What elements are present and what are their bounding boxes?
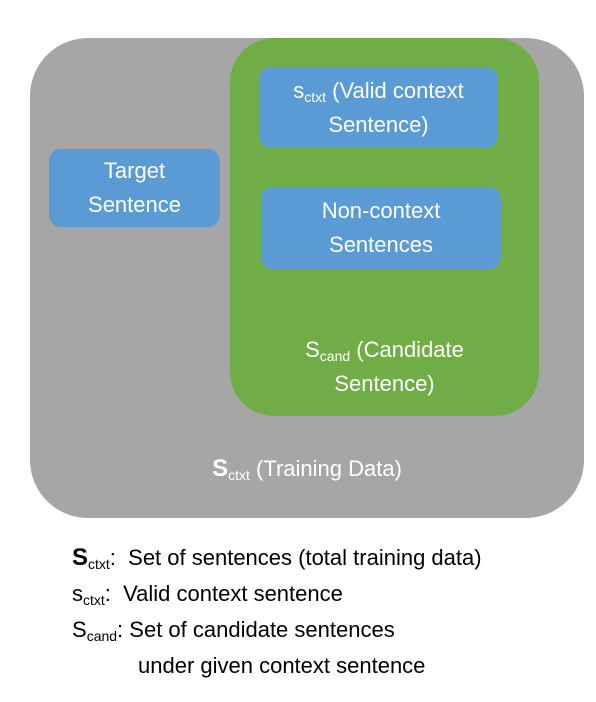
candidate-label-line1: Scand (Candidate: [230, 333, 539, 367]
legend: Sctxt: Set of sentences (total training …: [72, 540, 482, 684]
legend-subscript: ctxt: [83, 592, 105, 608]
non-context-line2: Sentences: [329, 232, 433, 257]
candidate-label-line2: Sentence): [334, 371, 435, 396]
legend-symbol: s: [72, 581, 83, 606]
legend-item-training: Sctxt: Set of sentences (total training …: [72, 544, 482, 572]
valid-context-line2: Sentence): [328, 111, 429, 137]
training-data-label: Sctxt (Training Data): [30, 452, 584, 486]
legend-text: Set of sentences (total training data): [128, 545, 482, 570]
training-symbol: S: [212, 455, 229, 482]
valid-context-label: (Valid context: [332, 77, 464, 103]
training-subscript: ctxt: [228, 467, 250, 483]
valid-context-subscript: ctxt: [304, 88, 326, 105]
legend-subscript: ctxt: [88, 556, 110, 572]
candidate-symbol: S: [305, 337, 320, 362]
legend-text: Set of candidate sentences: [129, 617, 395, 642]
candidate-sentence-label: Scand (Candidate Sentence): [230, 333, 539, 401]
legend-item-candidate: Scand: Set of candidate sentences: [72, 617, 395, 644]
candidate-subscript: cand: [319, 348, 351, 364]
candidate-label-text: (Candidate: [356, 337, 464, 362]
legend-item-candidate-continuation: under given context sentence: [138, 653, 426, 678]
legend-text: Valid context sentence: [123, 581, 343, 606]
non-context-line1: Non-context: [321, 198, 441, 223]
legend-symbol: S: [72, 617, 87, 642]
target-sentence-line1: Target: [103, 158, 166, 183]
legend-item-valid-context: sctxt: Valid context sentence: [72, 581, 343, 608]
training-label-text: (Training Data): [256, 456, 402, 481]
legend-symbol: S: [72, 544, 89, 571]
target-sentence-line2: Sentence: [88, 192, 181, 217]
valid-context-line1: sctxt (Valid context: [293, 74, 464, 108]
target-sentence-box: Target Sentence: [49, 149, 220, 227]
valid-context-sentence-box: sctxt (Valid context Sentence): [259, 67, 498, 148]
legend-subscript: cand: [86, 628, 118, 644]
valid-context-symbol: s: [293, 77, 305, 103]
non-context-sentences-box: Non-context Sentences: [261, 187, 501, 269]
